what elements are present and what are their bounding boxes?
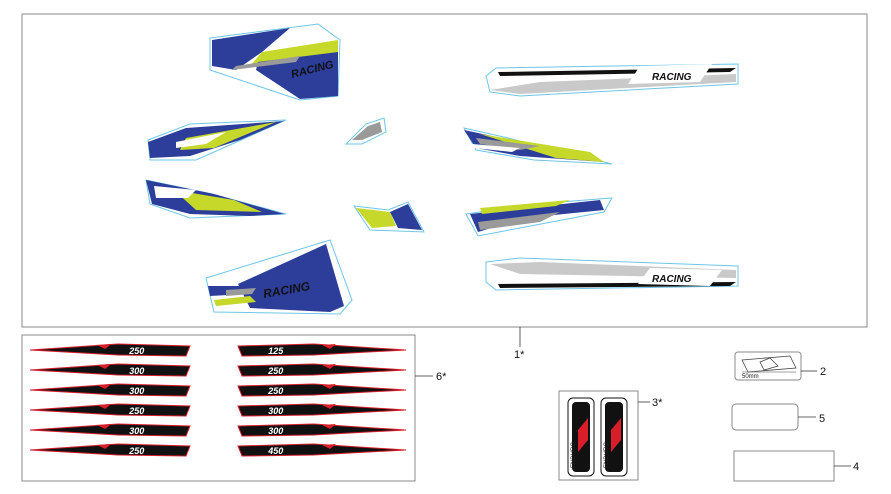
model-decal-right-3: 250 xyxy=(237,383,407,397)
model-decal-left-1: 250 xyxy=(29,343,191,357)
model-decal-left-text-4: 250 xyxy=(128,406,144,416)
callout-2: 2 xyxy=(820,366,826,378)
swingarm-top-decal: RACING xyxy=(485,63,739,97)
model-decal-right-6: 450 xyxy=(237,443,407,457)
model-decal-left-text-2: 300 xyxy=(129,366,144,376)
swingarm-top-text: RACING xyxy=(652,72,692,83)
part-4-blank-decal xyxy=(733,450,835,482)
model-decal-left-text-5: 300 xyxy=(129,426,144,436)
fork-decal-right: ENDURO xyxy=(600,397,628,477)
callout-5: 5 xyxy=(819,413,825,425)
model-decal-right-text-4: 300 xyxy=(268,406,283,416)
front-plate-bottom-decal: RACING xyxy=(205,239,353,315)
center-small-decal-bottom xyxy=(352,201,425,233)
model-decal-left-text-6: 250 xyxy=(128,446,144,456)
model-decal-left-text-1: 250 xyxy=(128,346,144,356)
model-decal-left-2: 300 xyxy=(29,363,191,377)
right-side-panel-bottom-decal xyxy=(465,197,613,237)
fork-decal-left-text: ENDURO xyxy=(571,442,577,468)
swingarm-bottom-decal: RACING xyxy=(485,257,739,291)
front-plate-top-decal: RACING xyxy=(209,23,341,101)
swingarm-bottom-text: RACING xyxy=(652,274,692,285)
model-decal-right-text-6: 450 xyxy=(267,446,283,456)
model-decal-right-1: 125 xyxy=(237,343,407,357)
model-decal-right-text-3: 250 xyxy=(267,386,283,396)
part-5-blank-decal xyxy=(731,403,799,431)
callout-1: 1* xyxy=(514,349,525,361)
ruler-label: 50mm xyxy=(742,374,759,380)
model-decal-right-text-2: 250 xyxy=(267,366,283,376)
model-decal-right-2: 250 xyxy=(237,363,407,377)
callout-6: 6* xyxy=(436,371,447,383)
model-decal-right-text-1: 125 xyxy=(268,346,284,356)
callout-4: 4 xyxy=(853,461,859,473)
model-decal-left-5: 300 xyxy=(29,423,191,437)
model-decal-left-text-3: 300 xyxy=(129,386,144,396)
fork-decal-left: ENDURO xyxy=(567,397,595,477)
main-kit-frame xyxy=(21,13,868,328)
model-decal-right-5: 300 xyxy=(237,423,407,437)
model-decal-left-3: 300 xyxy=(29,383,191,397)
model-decal-left-6: 250 xyxy=(29,443,191,457)
fork-decal-right-text: ENDURO xyxy=(604,442,610,468)
right-side-panel-top-decal xyxy=(463,127,613,165)
callout-3: 3* xyxy=(652,397,663,409)
model-decal-right-text-5: 300 xyxy=(268,426,283,436)
model-decal-left-4: 250 xyxy=(29,403,191,417)
model-decals-group: 250 125 300 250 300 250 250 300 300 300 250 450 xyxy=(29,343,407,457)
model-decal-right-4: 300 xyxy=(237,403,407,417)
left-shroud-bottom-decal xyxy=(145,179,287,219)
center-small-decal-top xyxy=(344,117,387,145)
part-2-decal: 50mm xyxy=(734,351,802,381)
left-shroud-top-decal xyxy=(147,119,287,161)
